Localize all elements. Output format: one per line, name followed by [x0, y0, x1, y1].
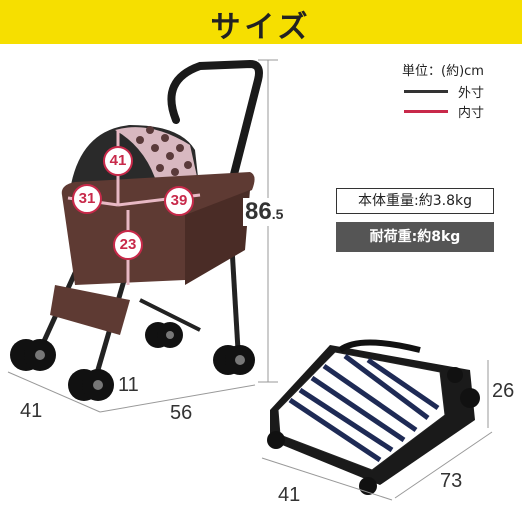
outer-label: 外寸	[458, 86, 485, 101]
folded-length-dimension: 73	[440, 470, 463, 492]
weight-spec: 本体重量:約3.8kg	[336, 188, 494, 214]
depth-dimension-line	[99, 384, 256, 413]
outer-swatch	[404, 90, 448, 93]
height-value: 86	[245, 198, 272, 225]
legend-outer: 外寸	[402, 82, 522, 101]
folded-width-dimension: 41	[278, 484, 301, 506]
title-banner: サイズ	[0, 0, 522, 45]
inner-height-label: 41	[103, 146, 133, 176]
inner-depth-label: 39	[164, 186, 194, 216]
width-dimension-line	[7, 371, 101, 413]
inner-swatch	[404, 110, 448, 113]
height-dimension: 86.5	[243, 198, 286, 226]
folded-stroller	[267, 339, 480, 495]
inner-width-label: 31	[72, 184, 102, 214]
inner-label: 内寸	[458, 106, 485, 121]
folded-height-dimension: 26	[492, 380, 515, 402]
open-width-dimension: 41	[20, 400, 43, 422]
unit-label: 単位：(約)cm	[402, 64, 484, 79]
wheel-height-dimension: 11	[118, 374, 139, 396]
wheels	[10, 322, 255, 401]
legend-inner: 内寸	[402, 102, 522, 121]
storage-basket	[50, 285, 130, 335]
height-decimal: .5	[271, 206, 284, 222]
carrier-body	[61, 172, 255, 285]
inner-bottom-label: 23	[113, 230, 143, 260]
open-depth-dimension: 56	[170, 402, 193, 424]
load-spec: 耐荷重:約8kg	[336, 222, 494, 252]
page-title: サイズ	[210, 10, 312, 45]
handle-bar	[167, 59, 263, 194]
